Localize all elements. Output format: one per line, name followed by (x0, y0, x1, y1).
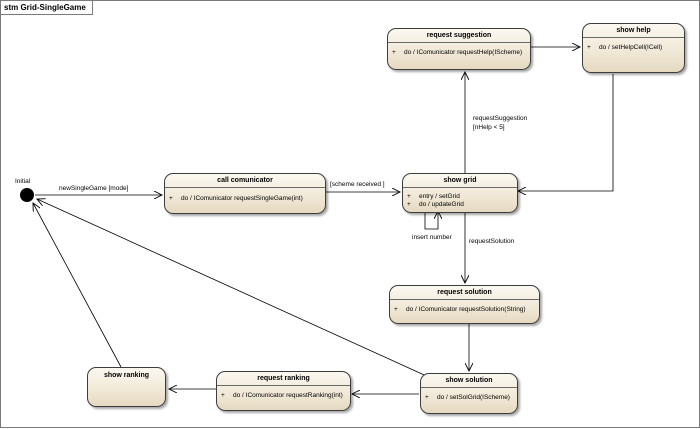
state-name: request solution (437, 289, 492, 296)
state-show-help[interactable]: show help +do / setHelpCell(ICell) (582, 23, 685, 73)
state-request-suggestion[interactable]: request suggestion +do / IComunicator re… (387, 28, 531, 70)
state-show-solution[interactable]: show solution +do / setSolGrid(IScheme) (420, 373, 518, 414)
state-action-row: +do / setHelpCell(ICell) (587, 44, 663, 51)
state-name: call comunicator (217, 177, 273, 184)
state-action-row: +do / IComunicator requestSingleGame(int… (169, 195, 303, 202)
edge-show-help-to-show-grid (518, 74, 614, 191)
state-show-ranking[interactable]: show ranking (87, 367, 166, 407)
label-request-suggestion-guard: [nHelp < 5] (473, 124, 505, 131)
initial-label: Initial (15, 178, 31, 185)
edge-show-ranking-to-initial (33, 203, 122, 368)
state-divider (403, 187, 517, 188)
frame-title: stm Grid-SingleGame (1, 1, 93, 15)
state-divider (388, 42, 530, 43)
frame-tab-corner (1, 1, 111, 17)
label-request-solution: requestSolution (469, 238, 515, 245)
state-divider (421, 387, 517, 388)
label-request-suggestion: requestSuggestion (473, 115, 528, 122)
state-request-ranking[interactable]: request ranking +do / IComunicator reque… (216, 371, 351, 411)
state-call-comunicator[interactable]: call comunicator +do / IComunicator requ… (164, 173, 326, 214)
label-new-single-game: newSingleGame [mode] (59, 185, 129, 192)
state-action-row: +entry / setGrid (407, 193, 460, 200)
state-name: show ranking (103, 372, 150, 379)
state-name: request ranking (257, 375, 310, 382)
state-action-row: +do / IComunicator requestHelp(IScheme) (392, 49, 523, 56)
state-name: show help (616, 27, 651, 34)
state-action-row: +do / setSolGrid(IScheme) (425, 394, 510, 401)
state-name: show solution (445, 377, 493, 384)
state-divider (165, 187, 325, 188)
label-scheme-received: [scheme received ] (330, 181, 385, 188)
state-name: request suggestion (426, 32, 492, 39)
state-divider (217, 385, 350, 386)
edge-show-solution-to-initial (37, 199, 434, 380)
state-divider (583, 37, 684, 38)
edge-show-grid-self-loop (424, 211, 438, 230)
state-name: show grid (443, 177, 477, 184)
state-request-solution[interactable]: request solution +do / IComunicator requ… (389, 285, 540, 324)
state-action-row: +do / IComunicator requestSolution(Strin… (394, 306, 526, 313)
state-action-row: +do / IComunicator requestRanking(int) (221, 392, 343, 399)
state-divider (390, 299, 539, 300)
state-action-row: +do / updateGrid (407, 201, 464, 208)
label-insert-number: insert number (412, 234, 452, 241)
state-show-grid[interactable]: show grid +entry / setGrid +do / updateG… (402, 173, 518, 213)
initial-node[interactable] (20, 188, 34, 202)
